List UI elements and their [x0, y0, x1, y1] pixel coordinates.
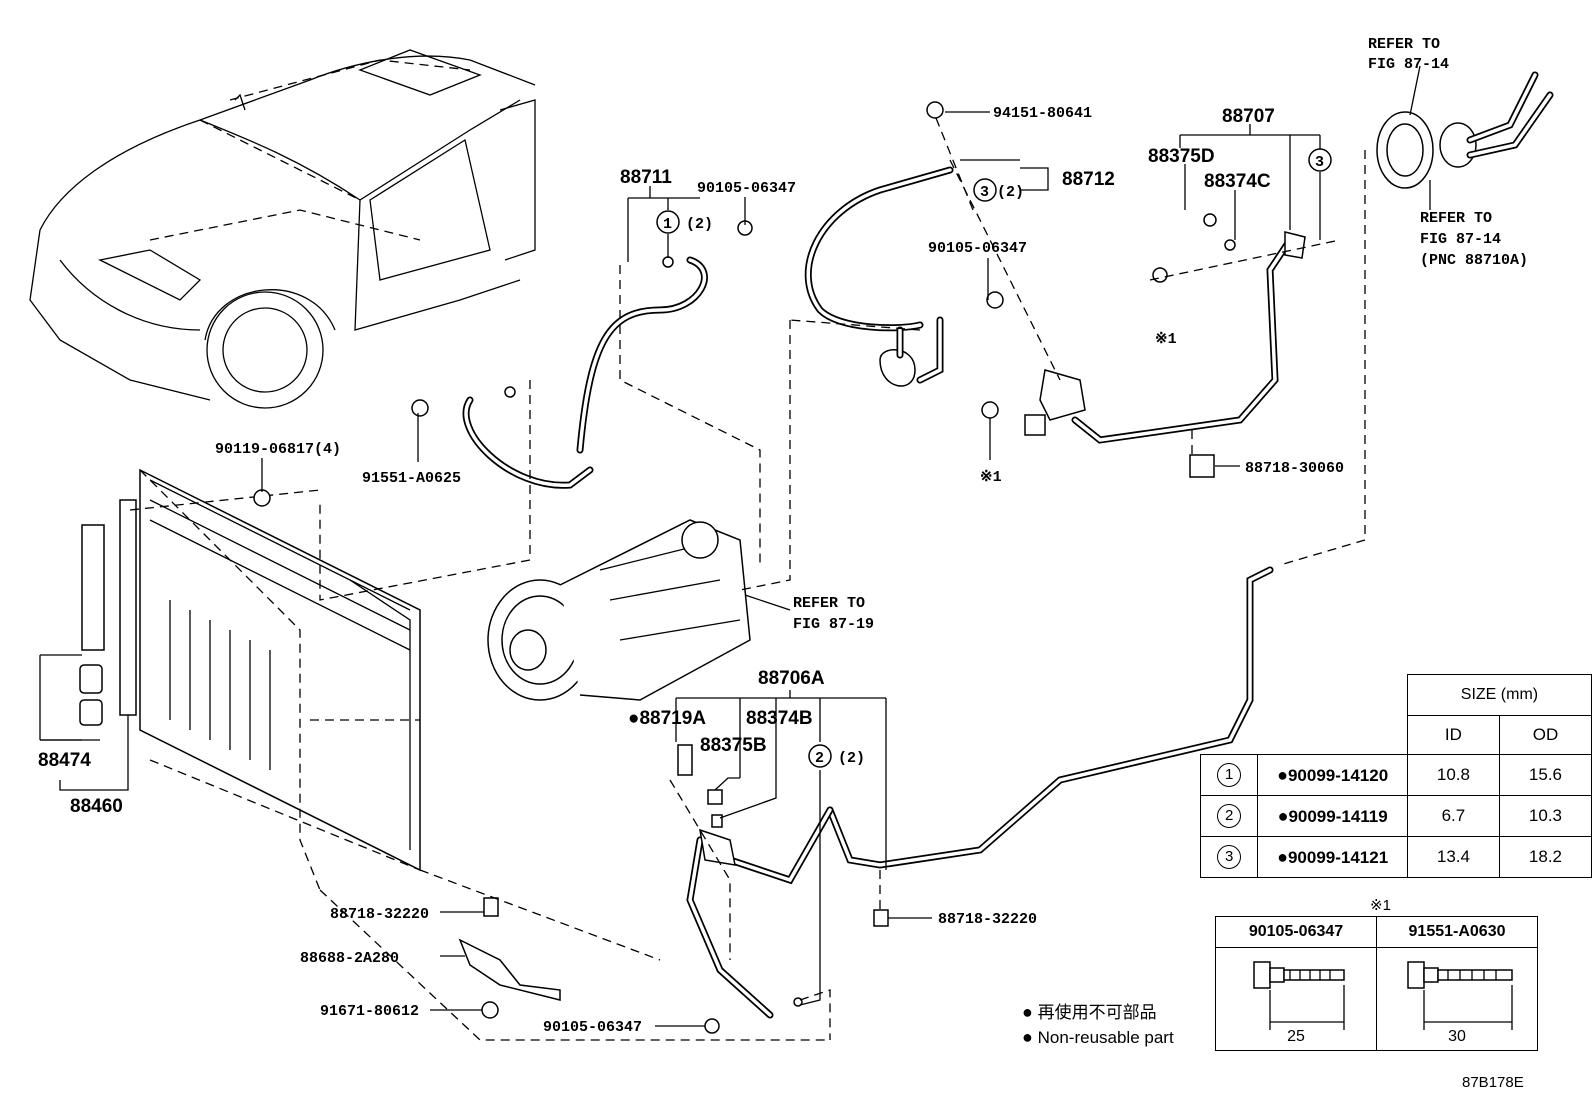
ring2-qty-label: (2): [838, 750, 865, 767]
part-88718-30060-label: 88718-30060: [1245, 460, 1344, 477]
pipe-88707: [1024, 231, 1306, 444]
vehicle-outline: [29, 49, 536, 409]
part-91671-80612-label: 91671-80612: [320, 1003, 419, 1020]
part-88718-32220-label-b: 88718-32220: [938, 911, 1037, 928]
part-94151-80641-label: 94151-80641: [993, 105, 1092, 122]
leader-dashes: [310, 117, 1366, 1040]
refer-fig-87-14-top-line1: REFER TO: [1368, 36, 1440, 53]
part-88712-label: 88712: [1062, 169, 1115, 190]
leader-lines: [40, 65, 1431, 1027]
condenser-assembly: [39, 468, 421, 891]
part-88374C-label: 88374C: [1204, 171, 1271, 192]
inner-diameter: 10.8: [1406, 754, 1500, 796]
part-number: 90099-14120: [1287, 765, 1389, 785]
part-88375D-label: 88375D: [1148, 146, 1215, 167]
ring-number: 2: [1217, 804, 1242, 828]
inner-diameter: 13.4: [1406, 836, 1500, 878]
bolt-length-2: 30: [1376, 947, 1538, 1051]
refer-fig-87-19-line2: FIG 87-19: [793, 616, 874, 633]
table-row: 3 ●90099-14121 13.4 18.2: [1199, 836, 1592, 878]
outer-diameter: 15.6: [1498, 754, 1592, 796]
legend: ● 再使用不可部品 ● Non-reusable part: [1022, 1002, 1174, 1047]
small-parts: [253, 101, 1236, 1034]
drawing-id: 87B178E: [1462, 1074, 1524, 1091]
ring-number: 3: [1217, 845, 1242, 869]
table-row: 1 ●90099-14120 10.8 15.6: [1199, 754, 1592, 796]
ring3-qty-label: (2): [997, 184, 1024, 201]
part-88460-label: 88460: [70, 796, 123, 817]
size-table-header: SIZE (mm): [1406, 674, 1592, 716]
pipe-88706A: [686, 566, 1274, 1019]
size-table-col-od: OD: [1498, 715, 1592, 755]
part-88375B-label: 88375B: [700, 735, 767, 756]
bolt-table-mark: ※1: [1370, 897, 1391, 914]
ring1-qty-label: (2): [686, 216, 713, 233]
part-90105-06347-label-c: 90105-06347: [543, 1019, 642, 1036]
part-88706A-label: 88706A: [758, 668, 825, 689]
part-88374B-label: 88374B: [746, 708, 813, 729]
ring2-callout: 2: [815, 750, 824, 767]
part-88474-label: 88474: [38, 750, 91, 771]
o-ring-size-table: SIZE (mm) ID OD 1 ●90099-14120 10.8 15.6…: [1199, 674, 1592, 878]
part-88711-label: 88711: [620, 167, 672, 188]
part-88688-2A280-label: 88688-2A280: [300, 950, 399, 967]
outer-diameter: 18.2: [1498, 836, 1592, 878]
refer-fig-87-14-mid-line2: FIG 87-14: [1420, 231, 1501, 248]
bolt-length-1: 25: [1215, 947, 1377, 1051]
refer-fig-87-14-mid-line1: REFER TO: [1420, 210, 1492, 227]
expansion-valve: [1376, 71, 1554, 189]
ring3-callout-a: 3: [980, 184, 989, 201]
part-labels: REFER TO FIG 87-14 REFER TO FIG 87-14 (P…: [38, 36, 1528, 1036]
part-90119-06817-label: 90119-06817(4): [215, 441, 341, 458]
legend-jp: 再使用不可部品: [1037, 1003, 1157, 1022]
inner-diameter: 6.7: [1406, 795, 1500, 837]
hose-88711: [462, 256, 708, 489]
bolt-star1-mark-b: ※1: [980, 469, 1002, 486]
hose-88712: [804, 166, 954, 387]
part-90105-06347-label-b: 90105-06347: [928, 240, 1027, 257]
bolt-star1-mark-a: ※1: [1155, 331, 1177, 348]
part-88719A-label: ●88719A: [628, 708, 706, 729]
part-number: 90099-14119: [1288, 806, 1388, 826]
refer-fig-87-14-top-line2: FIG 87-14: [1368, 56, 1449, 73]
ring1-callout: 1: [663, 216, 672, 233]
brackets: [319, 869, 830, 1041]
refer-fig-87-14-mid-line3: (PNC 88710A): [1420, 252, 1528, 269]
part-88707-label: 88707: [1222, 106, 1275, 127]
compressor: [487, 519, 791, 701]
ring-callouts: 1 3 3 2: [656, 148, 1332, 768]
ring-number: 1: [1217, 763, 1242, 787]
part-91551-A0625-label: 91551-A0625: [362, 470, 461, 487]
part-number: 90099-14121: [1287, 847, 1389, 867]
refer-fig-87-19-line1: REFER TO: [793, 595, 865, 612]
part-90105-06347-label-a: 90105-06347: [697, 180, 796, 197]
legend-en: Non-reusable part: [1037, 1028, 1174, 1047]
bolt-length-table: 90105-06347 91551-A0630 25 30: [1215, 916, 1538, 1051]
bolt-col-2: 91551-A0630: [1376, 916, 1538, 948]
ring3-callout-b: 3: [1315, 154, 1324, 171]
bolt-col-1: 90105-06347: [1215, 916, 1377, 948]
size-table-col-id: ID: [1406, 715, 1500, 755]
outer-diameter: 10.3: [1498, 795, 1592, 837]
part-88718-32220-label-a: 88718-32220: [330, 906, 429, 923]
table-row: 2 ●90099-14119 6.7 10.3: [1199, 795, 1592, 837]
